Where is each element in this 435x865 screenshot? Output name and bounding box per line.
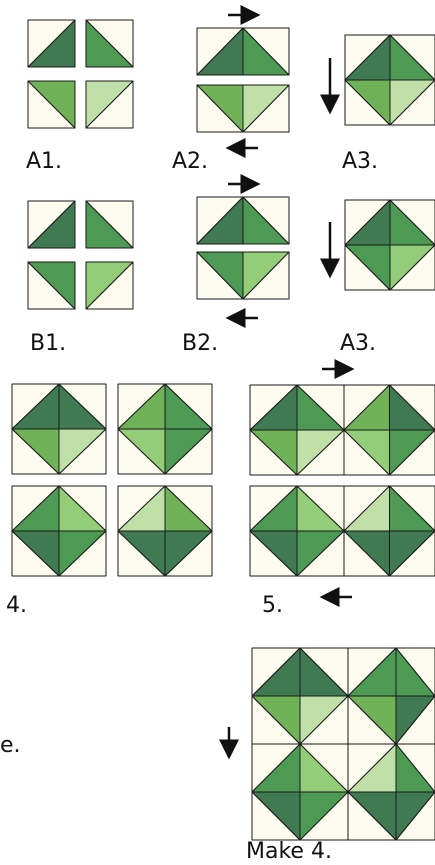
block-a2	[196, 27, 290, 133]
green-triangle	[85, 80, 134, 129]
green-triangle	[242, 84, 290, 133]
green-triangle	[164, 428, 213, 475]
step4-unit-br	[117, 485, 213, 577]
green-triangle	[242, 251, 290, 300]
green-triangle	[389, 530, 435, 577]
green-triangle	[164, 530, 213, 577]
block-b2	[196, 196, 290, 300]
step4-unit-tr	[117, 383, 213, 475]
green-triangle	[27, 80, 76, 129]
block-b1	[27, 200, 134, 310]
block-a3-top	[344, 34, 435, 126]
step5-unit-tr	[343, 384, 435, 476]
final-block	[251, 647, 435, 841]
block-a1	[27, 19, 134, 129]
label-a3-bottom: A3.	[340, 331, 376, 356]
green-triangle	[85, 19, 134, 68]
green-triangle	[299, 791, 349, 841]
green-triangle	[395, 695, 435, 745]
step5-unit-br	[343, 485, 435, 577]
label-b1: B1.	[30, 331, 66, 356]
step5-unit-tl	[249, 384, 345, 476]
step4-unit-bl	[11, 485, 107, 577]
step4-unit-tl	[11, 383, 107, 475]
label-a2: A2.	[172, 149, 208, 174]
block-a3-bottom	[344, 199, 435, 291]
label-b2: B2.	[182, 331, 218, 356]
label-make: Make 4.	[246, 839, 332, 864]
label-a1: A1.	[26, 149, 62, 174]
green-triangle	[27, 19, 76, 68]
green-triangle	[58, 530, 107, 577]
label-cut-text: e.	[0, 733, 21, 758]
green-triangle	[299, 695, 349, 745]
green-triangle	[58, 428, 107, 475]
label-step4: 4.	[6, 593, 27, 618]
green-triangle	[389, 429, 435, 476]
green-triangle	[389, 79, 435, 126]
green-triangle	[85, 261, 134, 310]
green-triangle	[296, 530, 345, 577]
green-triangle	[27, 261, 76, 310]
green-triangle	[395, 791, 435, 841]
label-step5: 5.	[262, 593, 283, 618]
green-triangle	[85, 200, 134, 249]
green-triangle	[242, 196, 290, 245]
green-triangle	[27, 200, 76, 249]
label-a3-top: A3.	[342, 149, 378, 174]
green-triangle	[242, 27, 290, 76]
step5-unit-bl	[249, 485, 345, 577]
green-triangle	[389, 244, 435, 291]
green-triangle	[296, 429, 345, 476]
